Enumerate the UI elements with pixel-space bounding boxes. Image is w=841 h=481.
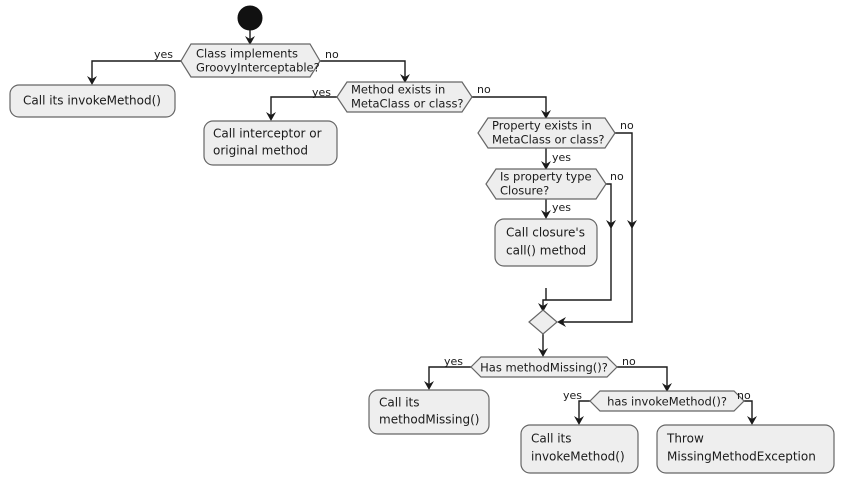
decision-shape-d6	[589, 390, 745, 412]
arrowhead-d4-no-into-merge	[538, 303, 548, 312]
arrowhead-d2-yes	[266, 112, 276, 121]
decision-has-methodmissing[interactable]: Has methodMissing()?	[470, 356, 618, 378]
action-a1-line1: Call its invokeMethod()	[23, 94, 161, 108]
decision-d2-line1: Method exists in	[351, 83, 445, 97]
action-call-its-invokemethod-bottom[interactable]: Call its invokeMethod()	[520, 424, 639, 474]
action-call-its-invokemethod-top[interactable]: Call its invokeMethod()	[9, 84, 176, 118]
arrowhead-d5-no	[662, 383, 672, 392]
start-node	[237, 5, 263, 31]
action-a5-line1: Call its	[531, 432, 572, 446]
action-call-interceptor-or-original-method[interactable]: Call interceptor or original method	[203, 120, 338, 166]
edge-d5-yes-to-a4	[428, 366, 471, 388]
decision-d4-line2: Closure?	[500, 184, 549, 198]
decision-d2-line2: MetaClass or class?	[351, 97, 464, 111]
edge-d4-no-rail	[542, 183, 612, 310]
decision-d3-line1: Property exists in	[492, 119, 592, 133]
decision-shape-d4	[485, 168, 607, 200]
edge-label-d6-yes: yes	[563, 389, 582, 402]
decision-shape-d5	[470, 356, 618, 378]
edge-d2-yes-to-a2	[270, 96, 337, 119]
edge-d1-yes-to-a1	[91, 60, 181, 83]
action-a5-line2: invokeMethod()	[531, 450, 625, 464]
edge-label-d5-no: no	[622, 355, 636, 368]
action-a6-line1: Throw	[666, 432, 704, 446]
edge-label-d1-yes: yes	[154, 48, 173, 61]
decision-shape-d3	[477, 117, 616, 149]
decision-d1-line2: GroovyInterceptable?	[196, 61, 320, 75]
arrowhead-start-to-d1	[245, 36, 255, 45]
edge-label-d6-no: no	[737, 389, 751, 402]
decision-class-implements-groovyinterceptable[interactable]: Class implements GroovyInterceptable?	[180, 43, 321, 78]
action-call-its-methodmissing[interactable]: Call its methodMissing()	[368, 389, 490, 435]
decision-is-property-type-closure[interactable]: Is property type Closure?	[485, 168, 607, 200]
edge-label-d1-no: no	[325, 48, 339, 61]
decision-shape-d2	[336, 81, 473, 113]
merge-node	[528, 309, 558, 335]
decision-d6-line1: has invokeMethod()?	[607, 395, 727, 409]
edge-label-d3-yes: yes	[552, 151, 571, 164]
action-a2-line2: original method	[213, 144, 308, 158]
arrowhead-d5-yes	[424, 381, 434, 390]
action-shape-a4	[368, 389, 490, 435]
arrowhead-d3-no-rail-mid	[627, 220, 637, 229]
edge-d2-no-to-d3	[472, 96, 547, 117]
decision-d3-line2: MetaClass or class?	[492, 133, 605, 147]
decision-shape-d1	[180, 43, 321, 78]
decision-d1-line1: Class implements	[196, 47, 298, 61]
edge-d6-no-to-a6	[744, 400, 753, 423]
edge-layer	[87, 30, 757, 425]
action-shape-a1	[9, 84, 176, 118]
arrowhead-merge-to-d5	[538, 348, 548, 357]
action-a4-line2: methodMissing()	[379, 413, 479, 427]
decision-d5-line1: Has methodMissing()?	[480, 361, 608, 375]
action-a3-line2: call() method	[506, 244, 586, 258]
arrowhead-d3-no-into-merge	[557, 317, 566, 327]
action-a3-line1: Call closure's	[506, 226, 585, 240]
arrowhead-d4-yes	[541, 210, 551, 219]
edge-label-d4-yes: yes	[552, 201, 571, 214]
action-a6-line2: MissingMethodException	[667, 450, 816, 464]
action-shape-a5	[520, 424, 639, 474]
decision-has-invokemethod[interactable]: has invokeMethod()?	[589, 390, 745, 412]
action-shape-a6	[656, 424, 835, 474]
edge-label-d2-no: no	[477, 83, 491, 96]
arrowhead-d4-no-rail-mid	[606, 220, 616, 229]
decision-property-exists-in-metaclass[interactable]: Property exists in MetaClass or class?	[477, 117, 616, 149]
action-shape-a3	[494, 218, 598, 267]
action-a4-line1: Call its	[379, 396, 420, 410]
arrowhead-d1-yes	[87, 76, 97, 85]
edge-label-d3-no: no	[620, 119, 634, 132]
arrowhead-d1-no	[400, 74, 410, 83]
edge-d5-no-to-d6	[617, 366, 668, 390]
decision-d4-line1: Is property type	[500, 170, 592, 184]
action-shape-a2	[203, 120, 338, 166]
edge-label-d4-no: no	[610, 170, 624, 183]
decision-method-exists-in-metaclass[interactable]: Method exists in MetaClass or class?	[336, 81, 473, 113]
arrowhead-d6-yes	[574, 416, 584, 425]
arrowhead-d3-yes	[541, 161, 551, 170]
action-call-closures-call-method[interactable]: Call closure's call() method	[494, 218, 598, 267]
arrowhead-d2-no	[541, 110, 551, 119]
edge-label-d5-yes: yes	[444, 355, 463, 368]
arrowhead-d6-no	[747, 416, 757, 425]
edge-d1-no-to-d2	[320, 60, 406, 81]
edge-d6-yes-to-a5	[578, 400, 590, 423]
edge-label-d2-yes: yes	[312, 86, 331, 99]
action-a2-line1: Call interceptor or	[213, 127, 322, 141]
action-throw-missingmethodexception[interactable]: Throw MissingMethodException	[656, 424, 835, 474]
